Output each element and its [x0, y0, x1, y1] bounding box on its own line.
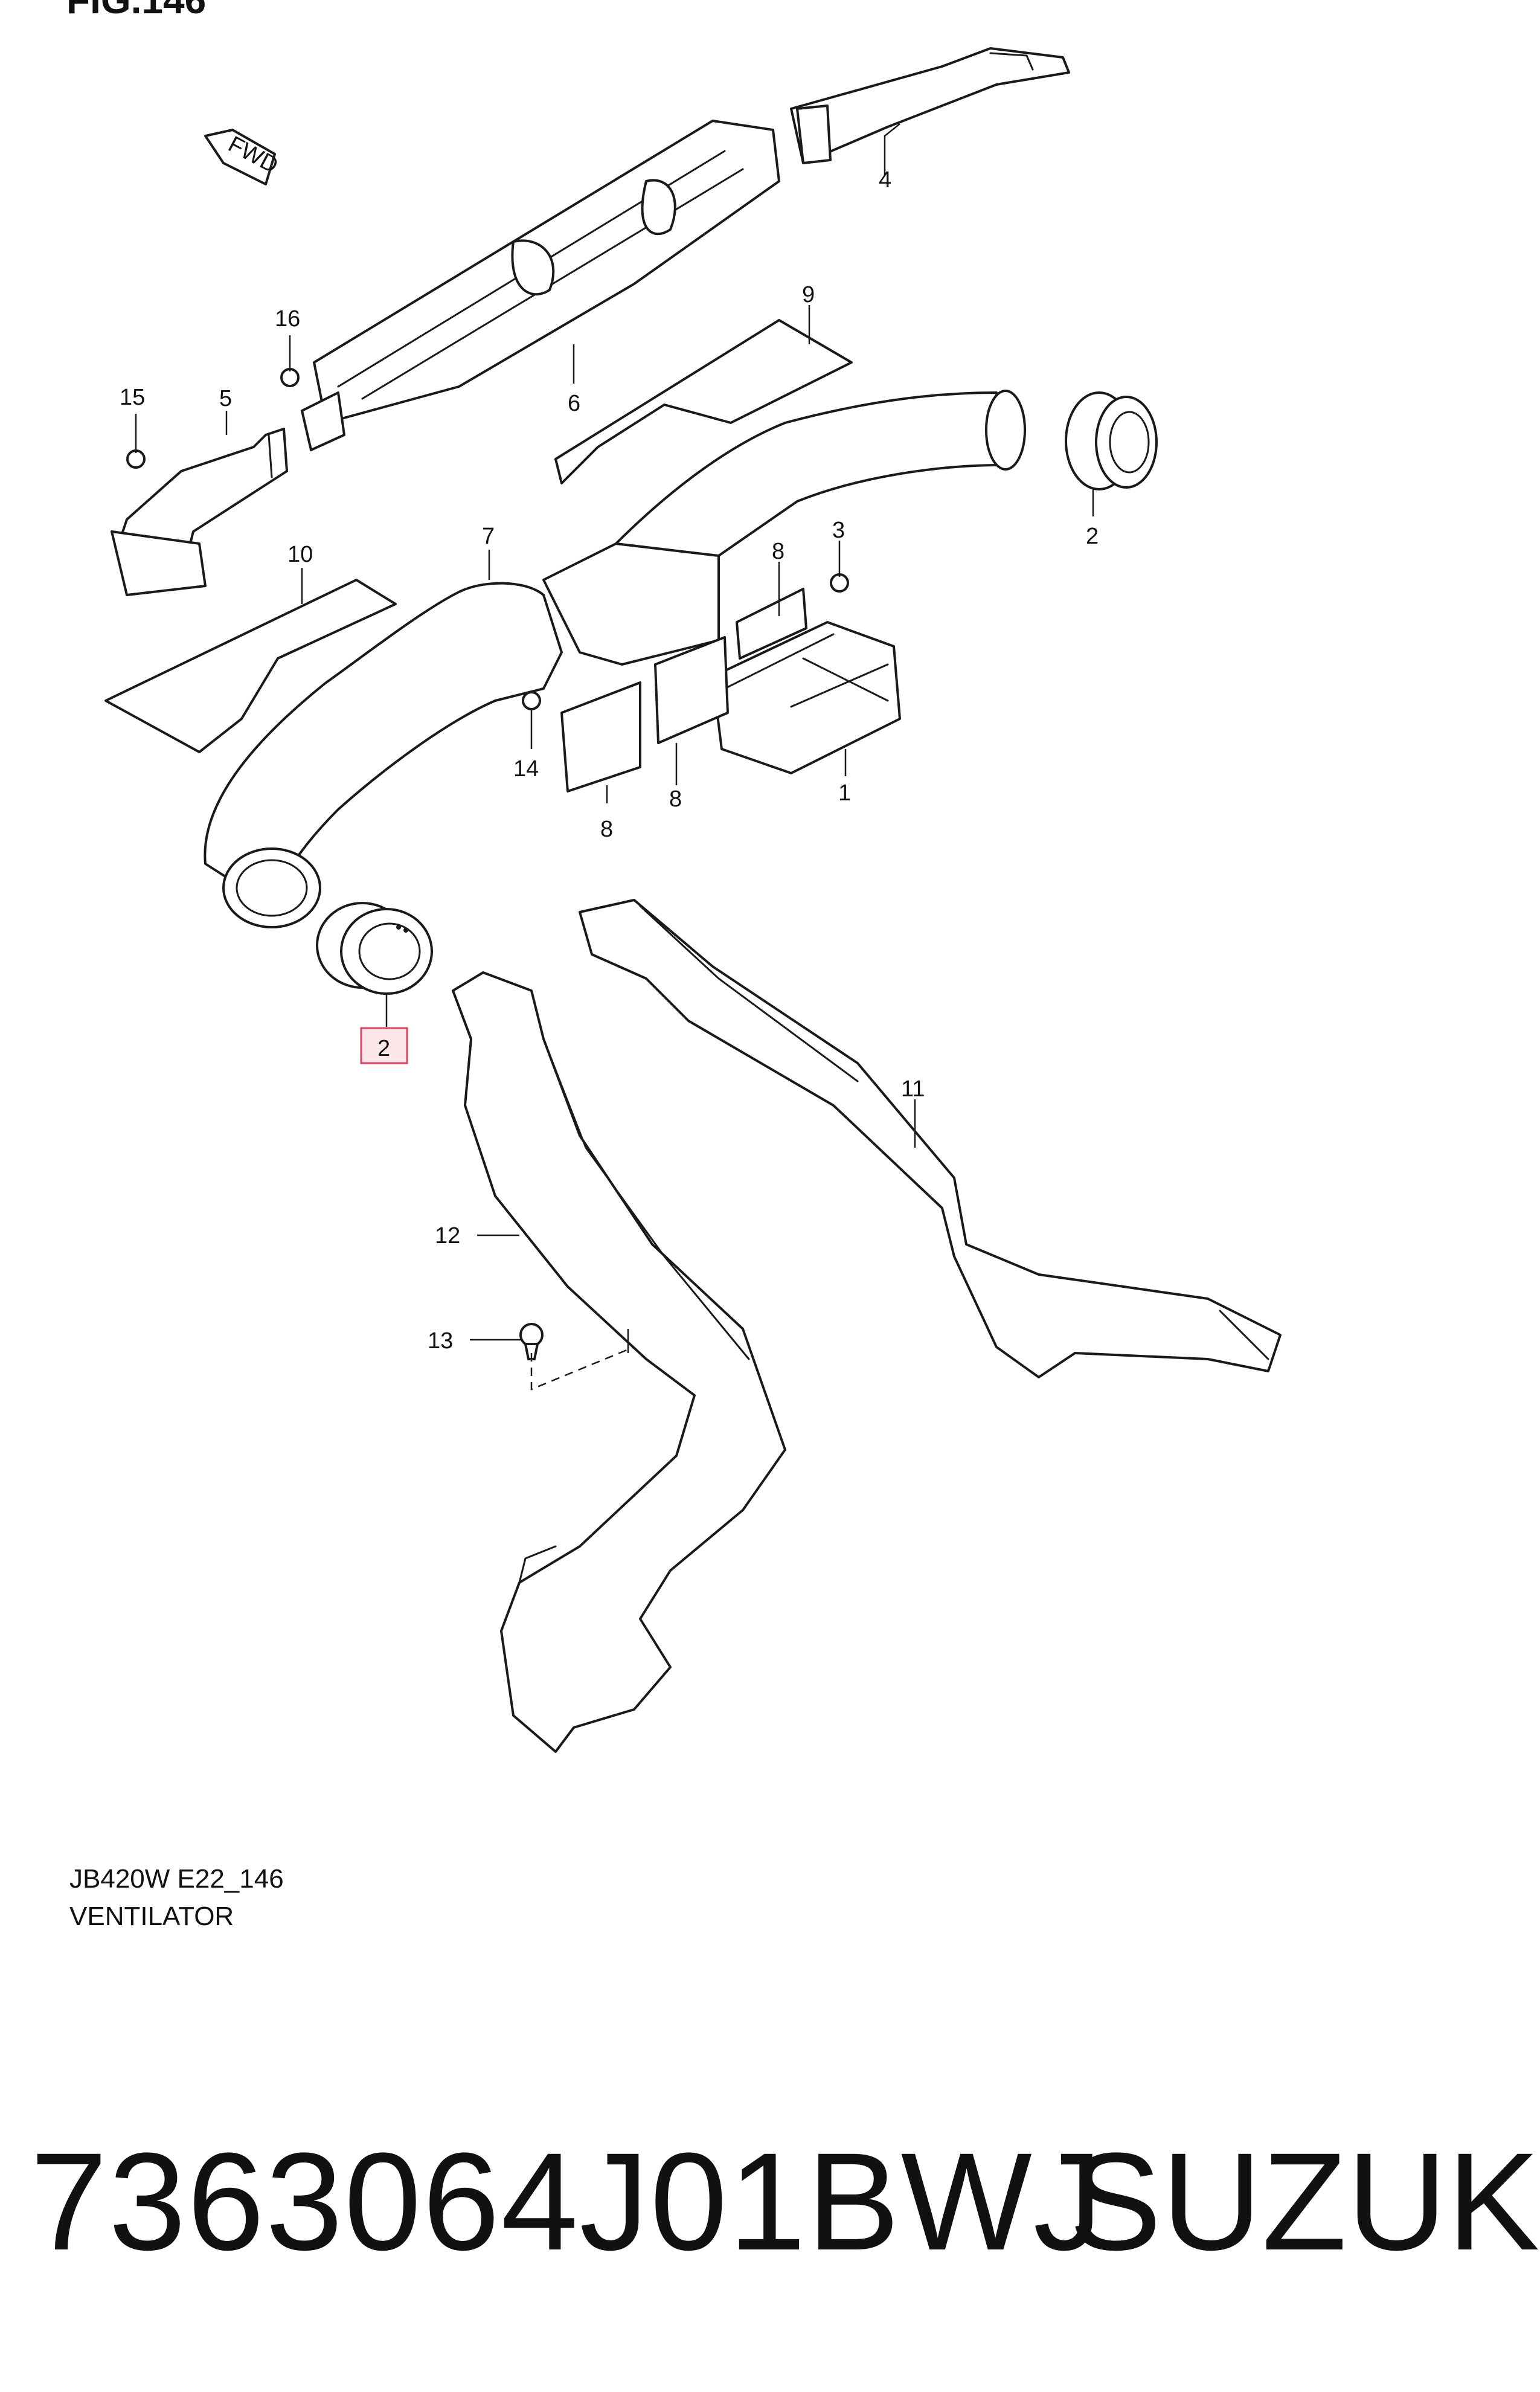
callout-labels: 4 16 15 5 6 9 10 7 8 3 2 14 8 8 1 2 11 1…: [120, 167, 1099, 1354]
screw-3: [830, 573, 849, 593]
duct-left: [111, 428, 288, 596]
callout-8-top: 8: [772, 539, 784, 564]
callout-1: 1: [838, 780, 851, 806]
part-number: 7363064J01BWJ: [30, 2124, 1104, 2279]
callout-5: 5: [219, 386, 232, 411]
screw-15: [126, 449, 146, 469]
clip-13: [519, 1323, 544, 1360]
seal-8-b: [654, 636, 729, 744]
figure-title: FIG.146: [66, 0, 206, 22]
seal-8-a: [560, 681, 641, 793]
duct-main: [204, 390, 1026, 928]
callout-6: 6: [568, 391, 580, 416]
callout-3: 3: [832, 518, 845, 543]
model-code: JB420W E22_146: [69, 1864, 284, 1894]
callout-4: 4: [879, 167, 891, 193]
seal-sheet-10: [104, 579, 397, 753]
parts-diagram: FIG.146 FWD: [66, 0, 1282, 1753]
footer: [0, 1993, 1540, 2392]
callout-2-highlight-box: [360, 1027, 408, 1064]
duct-floor-left: [452, 971, 786, 1753]
duct-upper-right: [790, 47, 1070, 164]
duct-floor-right: [579, 899, 1282, 1378]
screw-14: [522, 691, 541, 710]
seal-8-c: [736, 588, 807, 660]
callout-14: 14: [513, 756, 539, 782]
section-name: VENTILATOR: [69, 1902, 234, 1931]
callout-10: 10: [287, 542, 313, 567]
callout-8-mid: 8: [669, 786, 682, 812]
callout-12: 12: [435, 1223, 460, 1249]
callout-8-left: 8: [600, 817, 613, 842]
callout-15: 15: [120, 385, 145, 410]
vent-center-box: [711, 621, 901, 774]
vent-round-left: [316, 902, 433, 995]
callout-9: 9: [802, 282, 815, 307]
seal-sheet-9: [554, 319, 853, 484]
callout-13: 13: [428, 1328, 453, 1354]
leader-lines: [135, 123, 1094, 1341]
install-line-13: [530, 1346, 635, 1391]
vent-round-right: [1065, 391, 1158, 490]
diagram-caption: JB420W E22_146 VENTILATOR: [69, 1860, 284, 1935]
callout-11: 11: [901, 1076, 925, 1102]
callout-2-right: 2: [1086, 524, 1099, 549]
duct-center: [301, 120, 780, 451]
callout-7: 7: [482, 524, 495, 549]
brand-name: SUZUKI: [1069, 2124, 1540, 2279]
callout-16: 16: [275, 306, 300, 332]
callout-2-left: 2: [377, 1036, 390, 1061]
fwd-arrow-icon: FWD: [204, 129, 282, 185]
screw-16: [280, 368, 300, 387]
